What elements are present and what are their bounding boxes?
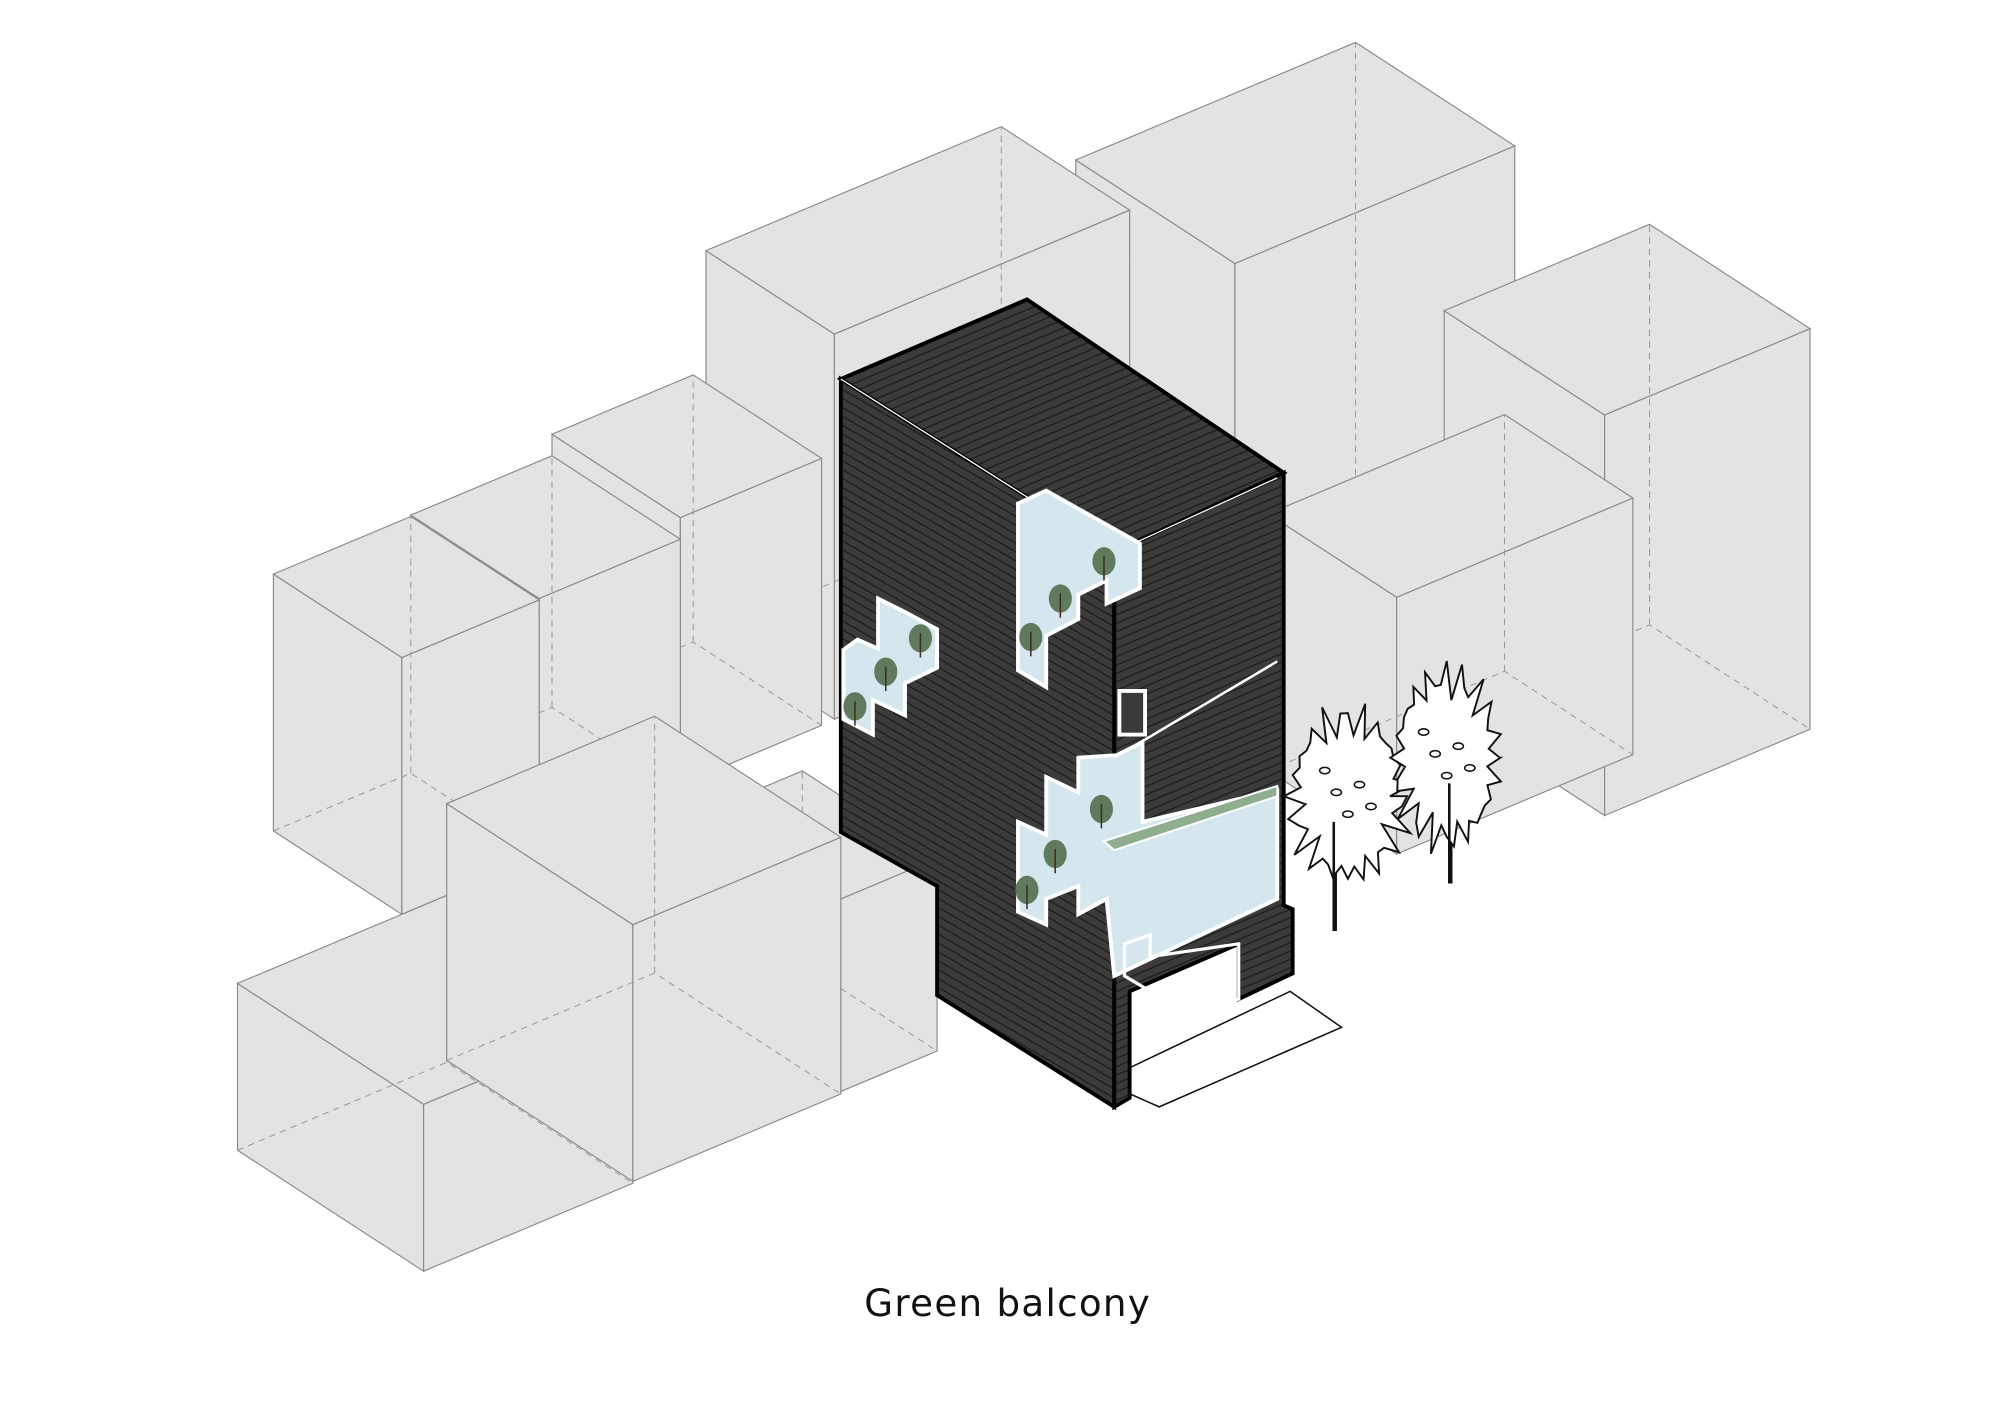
balcony-green-ledge <box>1102 784 1279 852</box>
block-top-face <box>1267 413 1635 598</box>
block-top-face <box>409 455 682 600</box>
context-block-front-j <box>445 715 843 1183</box>
ground-opening <box>1122 932 1241 1019</box>
tree-icon <box>1092 547 1116 581</box>
tree-icon <box>1089 794 1113 829</box>
balcony-upper-right <box>1016 488 1142 691</box>
small-window <box>1117 689 1147 737</box>
block-top-face <box>445 715 843 926</box>
tree-icon <box>874 657 898 691</box>
hidden-edge <box>237 1061 634 1184</box>
tree-icon <box>1048 584 1072 618</box>
balcony-trees <box>843 547 1116 910</box>
context-buildings-back <box>236 41 1812 1273</box>
tree-icon <box>1019 622 1043 657</box>
diagram-caption: Green balcony <box>864 1281 1151 1325</box>
tree-icon <box>1043 839 1067 874</box>
tree-icon <box>1015 875 1039 910</box>
hidden-edge <box>273 772 540 858</box>
street-tree-icon <box>1388 660 1504 884</box>
block-top-face <box>1442 223 1812 416</box>
balcony-lower <box>1016 739 1280 979</box>
block-top-face <box>1074 41 1516 265</box>
street-trees <box>1281 660 1504 932</box>
site-plot-outline <box>1099 990 1344 1108</box>
tree-icon <box>843 692 867 726</box>
tree-icon <box>908 624 932 658</box>
main-building <box>836 297 1295 1111</box>
street-tree-icon <box>1281 703 1415 932</box>
